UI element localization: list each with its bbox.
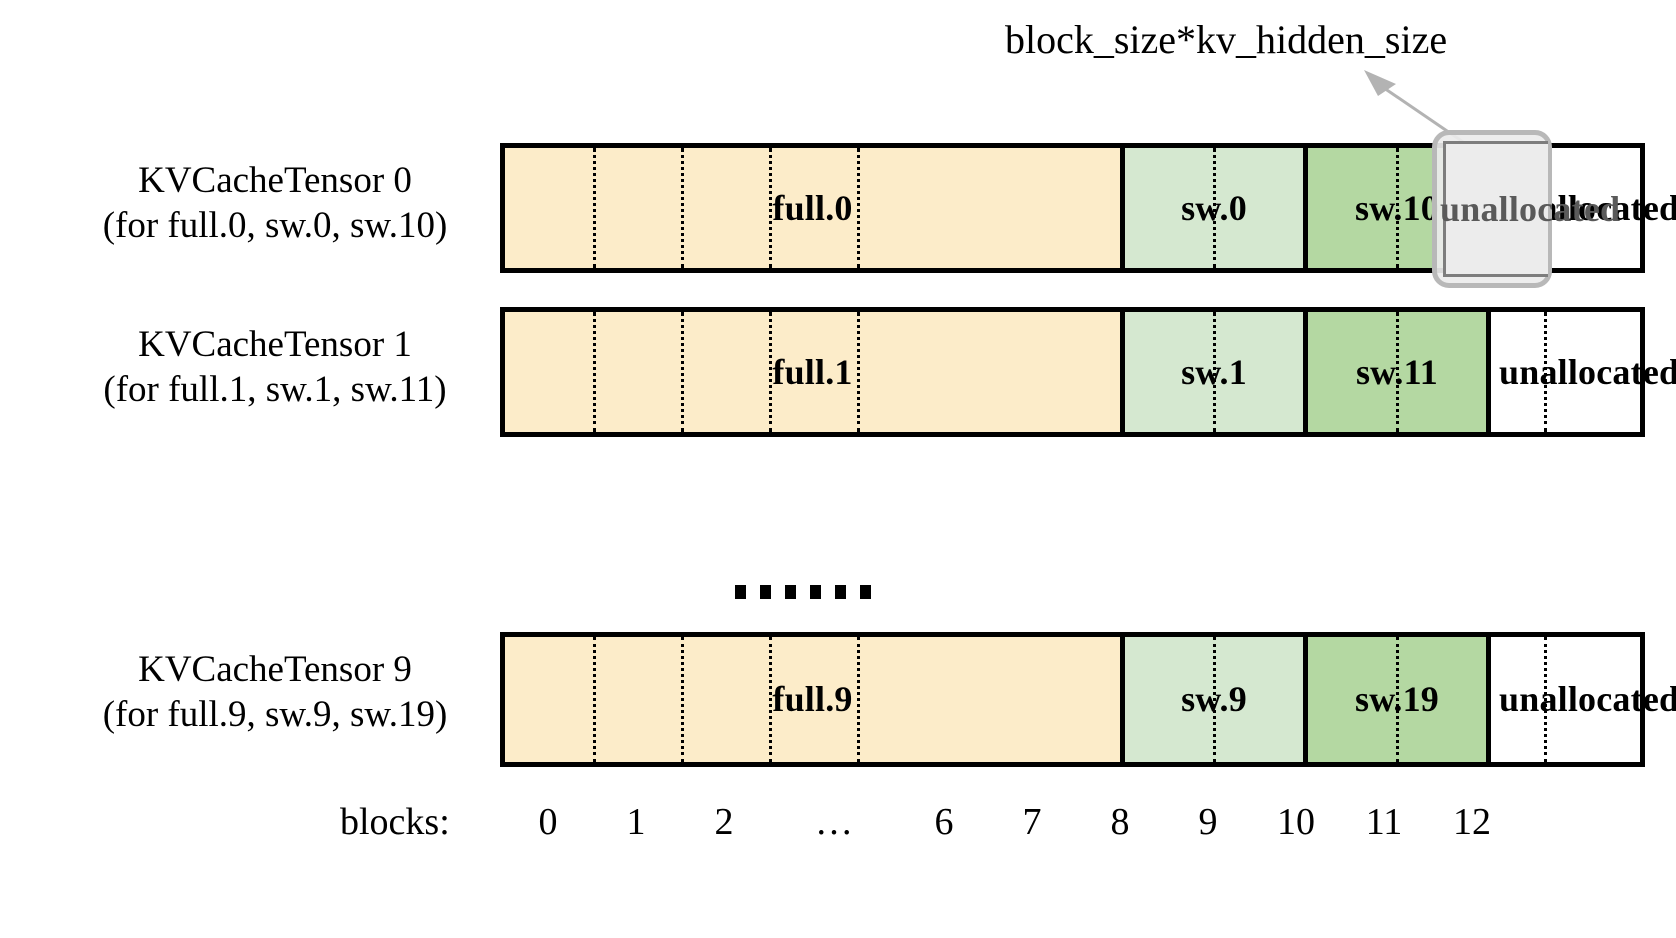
segment-sw-11[interactable]: sw.11 <box>1303 312 1486 432</box>
row-label-1-line2: (for full.1, sw.1, sw.11) <box>103 369 447 411</box>
ellipsis-dot <box>810 585 821 599</box>
ellipsis-dot <box>835 585 846 599</box>
block-tick-12: 12 <box>1453 801 1491 843</box>
segment-full-0[interactable]: full.0 <box>505 148 1120 268</box>
row-label-0-line1: KVCacheTensor 0 <box>138 160 412 201</box>
ellipsis-dot <box>785 585 796 599</box>
segment-full-1-label: full.1 <box>772 351 853 392</box>
segment-sw-0[interactable]: sw.0 <box>1120 148 1303 268</box>
block-tick-1: 1 <box>626 801 646 843</box>
row-label-2-line2: (for full.9, sw.9, sw.19) <box>102 694 448 736</box>
segment-sw-19-label: sw.19 <box>1354 679 1440 720</box>
tensor-row-1[interactable]: full.1 sw.1 sw.11 unallocated <box>500 307 1676 437</box>
tensor-row-2[interactable]: full.9 sw.9 sw.19 unallocated <box>500 632 1676 767</box>
segment-sw-10-label: sw.10 <box>1354 187 1440 228</box>
segment-full-1[interactable]: full.1 <box>505 312 1120 432</box>
row-label-2-line1: KVCacheTensor 9 <box>138 649 412 690</box>
block-tick-10: 10 <box>1277 801 1315 843</box>
block-tick-2: 2 <box>714 801 734 843</box>
segment-unallocated-2-label: unallocated <box>1499 679 1676 720</box>
block-tick-9: 9 <box>1198 801 1218 843</box>
highlight-block-callout[interactable]: unallocated <box>1432 130 1621 288</box>
segment-full-9[interactable]: full.9 <box>505 637 1120 762</box>
rows-ellipsis <box>735 585 871 599</box>
row-label-0-line2: (for full.0, sw.0, sw.10) <box>102 205 448 247</box>
segment-sw-11-label: sw.11 <box>1355 351 1439 392</box>
segment-unallocated-2[interactable]: unallocated <box>1486 637 1676 762</box>
segment-sw-19[interactable]: sw.19 <box>1303 637 1486 762</box>
row-label-1-line1: KVCacheTensor 1 <box>138 324 412 365</box>
block-tick-7: 7 <box>1022 801 1042 843</box>
blocks-axis-caption: blocks: <box>340 801 450 843</box>
row-label-0: KVCacheTensor 0 (for full.0, sw.0, sw.10… <box>60 158 490 248</box>
block-tick-11: 11 <box>1365 801 1403 843</box>
segment-unallocated-1-label: unallocated <box>1499 351 1676 392</box>
segment-sw-9[interactable]: sw.9 <box>1120 637 1303 762</box>
highlight-block-label: unallocated <box>1440 188 1621 229</box>
segment-full-0-label: full.0 <box>772 187 853 228</box>
highlight-inner-frame <box>1443 141 1548 277</box>
segment-unallocated-1[interactable]: unallocated <box>1486 312 1676 432</box>
block-tick-gap: … <box>815 801 853 843</box>
block-tick-6: 6 <box>934 801 954 843</box>
segment-sw-1[interactable]: sw.1 <box>1120 312 1303 432</box>
segment-sw-1-label: sw.1 <box>1181 351 1247 392</box>
ellipsis-dot <box>860 585 871 599</box>
block-tick-0: 0 <box>538 801 558 843</box>
segment-full-9-label: full.9 <box>772 679 853 720</box>
row-label-2: KVCacheTensor 9 (for full.9, sw.9, sw.19… <box>60 647 490 737</box>
segment-sw-0-label: sw.0 <box>1181 187 1247 228</box>
segment-sw-9-label: sw.9 <box>1181 679 1247 720</box>
ellipsis-dot <box>760 585 771 599</box>
annotation-block-size-label: block_size*kv_hidden_size <box>1005 17 1448 62</box>
row-label-1: KVCacheTensor 1 (for full.1, sw.1, sw.11… <box>60 322 490 412</box>
block-tick-8: 8 <box>1110 801 1130 843</box>
ellipsis-dot <box>735 585 746 599</box>
